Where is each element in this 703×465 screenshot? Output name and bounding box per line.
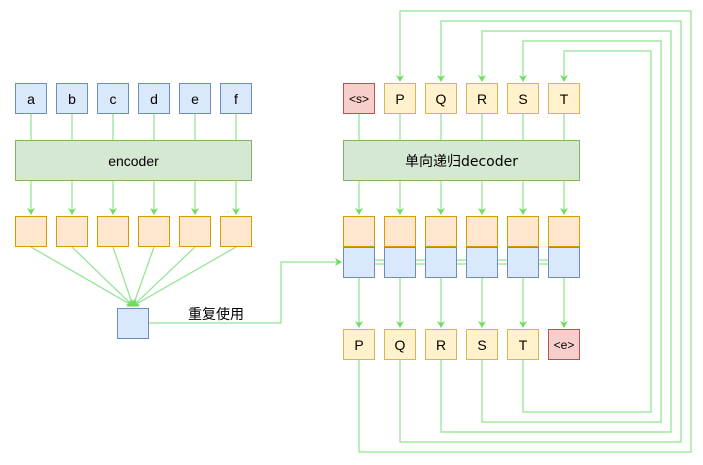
decoder-output-q: Q: [384, 329, 416, 360]
decoder-hidden-state: [466, 216, 498, 247]
encoder-hidden-state: [220, 216, 252, 247]
decoder-hidden-state: [384, 216, 416, 247]
decoder-context-state: [507, 247, 539, 278]
context-aggregation-arrow: [71, 246, 134, 307]
encoder-input-c: c: [97, 83, 129, 114]
decoder-output-end: <e>: [548, 329, 580, 360]
feedback-loop-arrow: [358, 10, 692, 453]
decoder-output-t: T: [507, 329, 539, 360]
token-label: e: [191, 90, 199, 107]
encoder-input-f: f: [220, 83, 252, 114]
feedback-loop-arrow: [481, 40, 662, 423]
decoder-hidden-state: [507, 216, 539, 247]
token-label: S: [477, 336, 487, 353]
token-label: S: [518, 90, 528, 107]
reuse-label: 重复使用: [188, 307, 244, 323]
token-label: Q: [435, 90, 447, 107]
context-aggregation-arrow: [131, 246, 155, 307]
encoder-input-a: a: [15, 83, 47, 114]
decoder-label: 单向递归decoder: [404, 153, 519, 170]
token-label: b: [68, 90, 76, 107]
encoder-input-d: d: [138, 83, 170, 114]
feedback-loop-arrow: [399, 20, 682, 443]
decoder-block: 单向递归decoder: [343, 140, 580, 181]
decoder-output-r: R: [425, 329, 457, 360]
decoder-output-p: P: [343, 329, 375, 360]
decoder-hidden-state: [548, 216, 580, 247]
decoder-input-p: P: [384, 83, 416, 114]
encoder-input-e: e: [179, 83, 211, 114]
context-reuse-arrow: [149, 258, 342, 324]
decoder-hidden-state: [425, 216, 457, 247]
decoder-context-state: [548, 247, 580, 278]
token-label: <s>: [348, 91, 369, 106]
token-label: <e>: [553, 337, 575, 352]
encoder-hidden-state: [97, 216, 129, 247]
token-label: P: [395, 90, 405, 107]
context-aggregation-arrow: [112, 246, 135, 307]
token-label: T: [559, 90, 569, 107]
token-label: P: [354, 336, 364, 353]
encoder-block: encoder: [15, 140, 252, 181]
encoder-label: encoder: [108, 152, 159, 169]
token-label: f: [234, 90, 238, 107]
feedback-loop-arrow: [522, 50, 652, 413]
token-label: c: [109, 90, 117, 107]
decoder-context-state: [343, 247, 375, 278]
decoder-input-t: T: [548, 83, 580, 114]
context-aggregation-arrow: [30, 246, 134, 307]
decoder-context-state: [466, 247, 498, 278]
context-aggregation-arrow: [132, 246, 237, 307]
encoder-hidden-state: [138, 216, 170, 247]
encoder-hidden-state: [56, 216, 88, 247]
feedback-loop-arrow: [440, 30, 672, 433]
decoder-hidden-state: [343, 216, 375, 247]
token-label: d: [150, 90, 158, 107]
decoder-input-s: S: [507, 83, 539, 114]
token-label: R: [476, 90, 488, 107]
encoder-hidden-state: [179, 216, 211, 247]
token-label: Q: [394, 336, 406, 353]
context-vector: [117, 308, 149, 339]
encoder-hidden-state: [15, 216, 47, 247]
context-aggregation-arrow: [132, 246, 196, 307]
decoder-input-q: Q: [425, 83, 457, 114]
token-label: a: [27, 90, 35, 107]
encoder-input-b: b: [56, 83, 88, 114]
decoder-context-state: [425, 247, 457, 278]
decoder-output-s: S: [466, 329, 498, 360]
token-label: T: [518, 336, 528, 353]
decoder-input-start: <s>: [343, 83, 375, 114]
decoder-input-r: R: [466, 83, 498, 114]
token-label: R: [435, 336, 447, 353]
decoder-context-state: [384, 247, 416, 278]
